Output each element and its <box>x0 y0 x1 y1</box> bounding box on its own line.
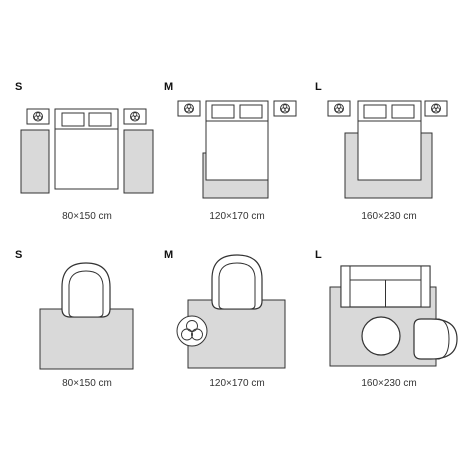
rug <box>39 308 134 370</box>
living-medium-diagram: M 120×170 cm <box>157 235 313 470</box>
living-medium-svg <box>176 254 286 369</box>
pillow-right <box>391 104 415 119</box>
size-caption: 120×170 cm <box>209 378 265 389</box>
size-label: L <box>315 81 322 93</box>
lamp-right-icon <box>280 103 290 114</box>
pillow-left <box>61 112 85 127</box>
lamp-left-icon <box>33 111 43 122</box>
side-armchair <box>413 318 458 360</box>
rug-left <box>20 129 50 194</box>
size-label: M <box>164 81 174 93</box>
bedroom-large-diagram: L 160×230 cm <box>313 0 469 235</box>
size-label: S <box>15 249 23 261</box>
size-caption: 160×230 cm <box>361 211 417 222</box>
pillow-right <box>239 104 263 119</box>
bedroom-medium-diagram: M 120×170 cm <box>157 0 313 235</box>
living-large-svg <box>329 265 458 367</box>
bedroom-small-diagram: S 80×150 cm <box>0 0 156 235</box>
size-label: M <box>164 249 174 261</box>
pillow-left <box>363 104 387 119</box>
size-caption: 120×170 cm <box>209 211 265 222</box>
bedroom-large-svg <box>327 100 448 199</box>
armchair <box>61 262 111 318</box>
pillow-left <box>211 104 235 119</box>
lamp-right-icon <box>130 111 140 122</box>
size-label: L <box>315 249 322 261</box>
size-label: S <box>15 81 23 93</box>
rug-right <box>123 129 154 194</box>
lamp-right-icon <box>431 103 441 114</box>
living-large-diagram: L 160×230 cm <box>313 235 469 470</box>
size-caption: 80×150 cm <box>62 378 112 389</box>
plant-icon <box>176 315 208 347</box>
lamp-left-icon <box>334 103 344 114</box>
size-caption: 160×230 cm <box>361 378 417 389</box>
lamp-left-icon <box>184 103 194 114</box>
sofa <box>340 265 431 308</box>
armchair <box>211 254 263 310</box>
coffee-table <box>361 316 401 356</box>
bedroom-medium-svg <box>177 100 297 199</box>
bedroom-small-svg <box>20 108 154 194</box>
living-small-diagram: S 80×150 cm <box>0 235 156 470</box>
living-small-svg <box>39 262 134 370</box>
size-caption: 80×150 cm <box>62 211 112 222</box>
pillow-right <box>88 112 112 127</box>
